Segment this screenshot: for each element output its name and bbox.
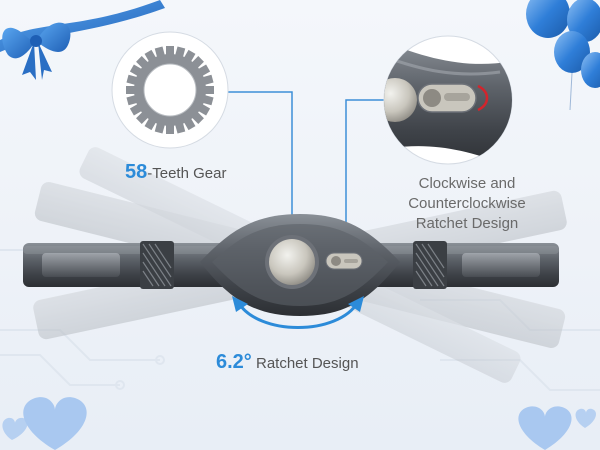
ratchet-line-2: Counterclockwise (408, 195, 526, 212)
ratchet-angle-label: 6.2° Ratchet Design (216, 352, 359, 374)
ratchet-line-1: Clockwise and (418, 175, 516, 192)
balloon-icon (526, 0, 600, 111)
ratchet-tap-handle (23, 214, 559, 316)
gear-icon (126, 46, 214, 134)
callout-lines (209, 91, 386, 258)
gear-teeth-text: -Teeth Gear (147, 165, 227, 182)
switch-inset (383, 35, 513, 165)
ribbon-bow-icon (0, 0, 165, 80)
gear-inset (111, 31, 229, 149)
knurled-grip (140, 241, 447, 289)
ratchet-angle-text: Ratchet Design (255, 355, 359, 372)
ratchet-line-3: Ratchet Design (415, 215, 519, 232)
ratchet-angle-value: 6.2° (216, 351, 252, 373)
gear-teeth-label: 58-Teeth Gear (125, 162, 226, 184)
heart-icon (2, 397, 597, 450)
rotate-arrow-icon (232, 296, 364, 329)
ratchet-direction-label: Clockwise and Counterclockwise Ratchet D… (392, 174, 542, 234)
gear-teeth-count: 58 (125, 161, 148, 183)
